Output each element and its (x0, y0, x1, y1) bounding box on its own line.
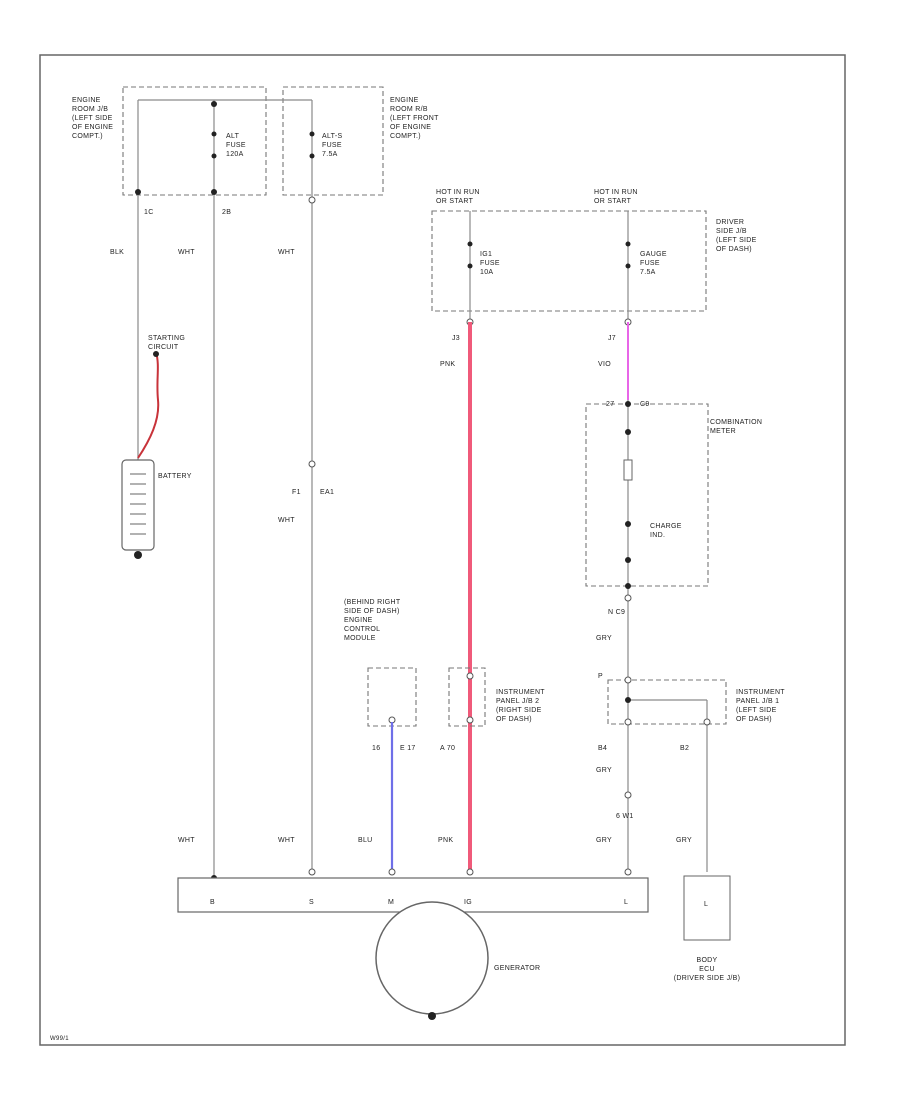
wire-color-wht2: WHT (278, 249, 295, 256)
connector-ea1: EA1 (320, 489, 334, 496)
wire-color-pnk1: PNK (440, 361, 455, 368)
connector-p: P (598, 673, 603, 680)
wire-color-wht-b: WHT (178, 837, 195, 844)
generator-pin-m: M (388, 899, 394, 906)
generator-symbol (375, 901, 489, 1015)
generator-pin-ig: IG (464, 899, 472, 906)
combination-meter-box (585, 403, 709, 587)
connector-e17: E 17 (400, 745, 416, 752)
connector-c9-top: C9 (640, 401, 650, 408)
connector-f1: F1 (292, 489, 301, 496)
generator-label: GENERATOR (494, 965, 540, 972)
connector-j3: J3 (452, 335, 460, 342)
engine-room-jb-box (122, 86, 267, 196)
generator-pin-s: S (309, 899, 314, 906)
generator-pin-b: B (210, 899, 215, 906)
connector-aw1: 6 W1 (616, 813, 634, 820)
wire-color-gry2: GRY (596, 767, 612, 774)
battery-label: BATTERY (158, 473, 192, 480)
connector-a70: A 70 (440, 745, 455, 752)
wire-color-gry4: GRY (676, 837, 692, 844)
driver-side-jb-box (431, 210, 707, 312)
wire-color-gry1: GRY (596, 635, 612, 642)
connector-2b: 2B (222, 209, 231, 216)
starting-circuit-wire (137, 351, 160, 459)
battery-symbol (121, 459, 155, 551)
wire-color-wht1: WHT (178, 249, 195, 256)
wire-color-blu: BLU (358, 837, 373, 844)
footer-code: W99/1 (50, 1036, 69, 1042)
wire-color-blk: BLK (110, 249, 124, 256)
engine-room-rb-box (282, 86, 384, 196)
generator-pin-l: L (624, 899, 628, 906)
instrument-panel-jb2-box (448, 667, 486, 727)
wire-color-wht3: WHT (278, 517, 295, 524)
connector-j7: J7 (608, 335, 616, 342)
wire-color-vio: VIO (598, 361, 611, 368)
connector-b4: B4 (598, 745, 607, 752)
instrument-panel-jb1-box (607, 679, 727, 725)
connector-one: 16 (372, 745, 380, 752)
body-ecu-pin: L (704, 901, 708, 908)
connector-top-num: 27 (606, 401, 614, 408)
connector-b2: B2 (680, 745, 689, 752)
body-ecu-box (683, 875, 731, 941)
wire-color-gry3: GRY (596, 837, 612, 844)
wire-color-wht-s: WHT (278, 837, 295, 844)
wire-color-pnk2: PNK (438, 837, 453, 844)
connector-1c: 1C (144, 209, 154, 216)
connector-n-c9: N C9 (608, 609, 625, 616)
diagram-frame (39, 54, 846, 1046)
